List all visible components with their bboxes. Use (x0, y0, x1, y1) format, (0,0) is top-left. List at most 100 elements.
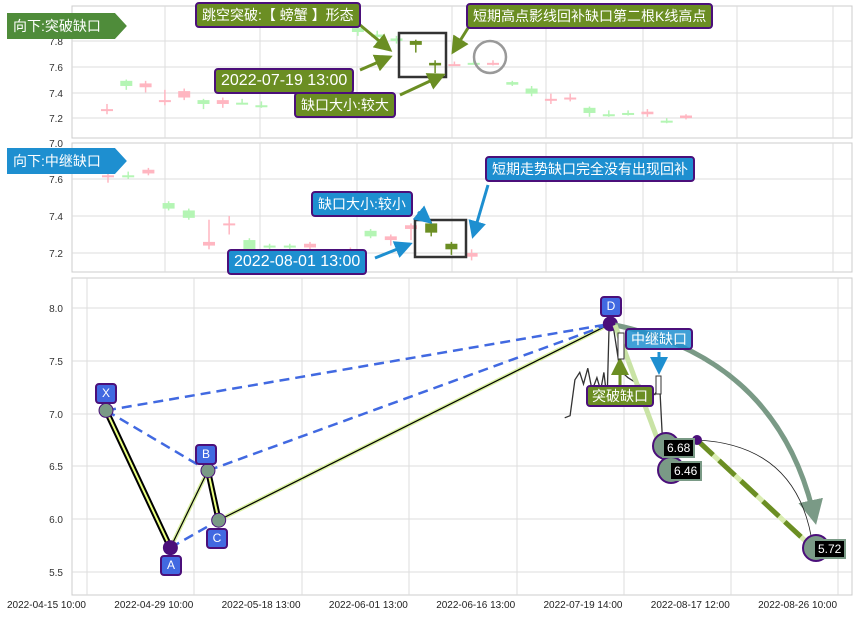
candle-body (622, 112, 635, 115)
candle-body (364, 230, 377, 237)
candle-body (602, 114, 615, 117)
candle-body (182, 210, 195, 218)
x-tick-label: 2022-05-18 13:00 (221, 600, 301, 611)
arrow (468, 184, 490, 239)
point-b-label: B (195, 444, 217, 465)
breakout-gap-label: 突破缺口 (586, 385, 654, 407)
candle-body (390, 38, 403, 41)
pattern-leg (206, 470, 220, 521)
x-tick-label: 2022-08-26 10:00 (758, 600, 838, 611)
y-tick-label: 7.5 (49, 357, 63, 368)
candle-body (525, 88, 538, 94)
candle-body (487, 62, 499, 65)
candle-body (506, 82, 519, 85)
candle-body (448, 64, 461, 67)
x-tick-label: 2022-04-15 10:00 (7, 600, 86, 611)
mid-panel-frame (71, 142, 853, 273)
candle-body (564, 97, 577, 100)
gap-box-top (397, 31, 448, 79)
y-tick-label: 8.0 (49, 304, 63, 315)
pattern-point-b (200, 463, 216, 479)
candle-body (583, 107, 596, 113)
candle-body (122, 175, 135, 178)
candle-body (680, 115, 692, 119)
x-tick-label: 2022-06-16 13:00 (436, 600, 516, 611)
y-tick-label: 7.6 (49, 175, 63, 186)
arrow (399, 73, 446, 97)
arrow (359, 23, 393, 52)
candle-body (142, 169, 155, 174)
mid-panel-flag: 向下:中继缺口 (7, 148, 127, 174)
candle-body (197, 100, 210, 104)
arrow (451, 27, 470, 55)
gap-fill-annotation: 短期高点影线回补缺口第二根K线高点 (466, 3, 714, 29)
y-tick-label: 7.0 (49, 410, 63, 421)
candle-body (445, 243, 458, 250)
candle-body (384, 236, 397, 241)
projection-line (695, 438, 815, 550)
pattern-point-c (211, 512, 227, 528)
bottom-panel-frame (71, 277, 853, 596)
candle-body (216, 100, 229, 104)
y-tick-label: 6.5 (49, 462, 63, 473)
y-tick-label: 7.4 (49, 89, 63, 100)
candle-body (283, 245, 296, 248)
arrow (374, 241, 413, 260)
pattern-ratio-line (207, 322, 611, 472)
candle-body (162, 203, 175, 209)
candle-body (425, 223, 438, 233)
pattern-leg (169, 470, 209, 548)
candle-body (351, 28, 364, 33)
candle-body (263, 245, 276, 248)
fill-circle (472, 39, 508, 75)
candle-body (405, 225, 417, 229)
x-tick-label: 2022-06-01 13:00 (328, 600, 408, 611)
candle-body (102, 175, 114, 178)
candle-body (429, 62, 442, 66)
pattern-point-a (162, 540, 178, 556)
pattern-leg (105, 410, 172, 549)
candle-body (660, 120, 673, 123)
x-tick-label: 2022-07-19 14:00 (543, 600, 623, 611)
no-fill-annotation: 短期走势缺口完全没有出现回补 (485, 156, 695, 182)
pattern-point-x (98, 402, 114, 418)
candle-body (101, 109, 113, 112)
x-tick-label: 2022-08-17 12:00 (650, 600, 730, 611)
top-panel-flag: 向下:突破缺口 (7, 13, 127, 39)
point-x-label: X (95, 383, 117, 404)
gap-marker (617, 332, 625, 360)
candle-body (178, 91, 191, 98)
point-a-label: A (160, 555, 182, 576)
y-tick-label: 5.5 (49, 568, 63, 579)
gap-box-mid (413, 218, 468, 259)
y-tick-label: 7.2 (49, 249, 63, 260)
gap-marker (655, 375, 662, 395)
pattern-leg (218, 323, 611, 521)
y-tick-label: 7.2 (49, 114, 63, 125)
candle-body (158, 100, 171, 103)
candle-body (304, 243, 316, 248)
pattern-ratio-line (105, 409, 209, 472)
x-tick-label: 2022-04-29 10:00 (114, 600, 194, 611)
candle-body (223, 223, 236, 226)
candle-body (409, 41, 422, 45)
gap-time-annotation: 2022-07-19 13:00 (214, 68, 355, 94)
projection-arc (614, 322, 823, 525)
point-c-label: C (206, 528, 228, 549)
top-panel-frame (71, 5, 853, 139)
thin-arc (696, 439, 814, 549)
pattern-ratio-line (169, 519, 220, 549)
candle-body (255, 105, 268, 108)
y-tick-label: 7.4 (49, 212, 63, 223)
target-price-1: 6.68 (662, 438, 696, 458)
y-tick-label: 7.8 (49, 37, 63, 48)
point-d-label: D (600, 296, 622, 317)
target-price-2: 6.46 (669, 461, 703, 481)
candle-body (236, 102, 249, 105)
candle-body (203, 241, 215, 246)
target-price-3: 5.72 (813, 539, 847, 559)
candle-body (243, 240, 256, 252)
gap-time-annotation: 2022-08-01 13:00 (227, 249, 368, 275)
